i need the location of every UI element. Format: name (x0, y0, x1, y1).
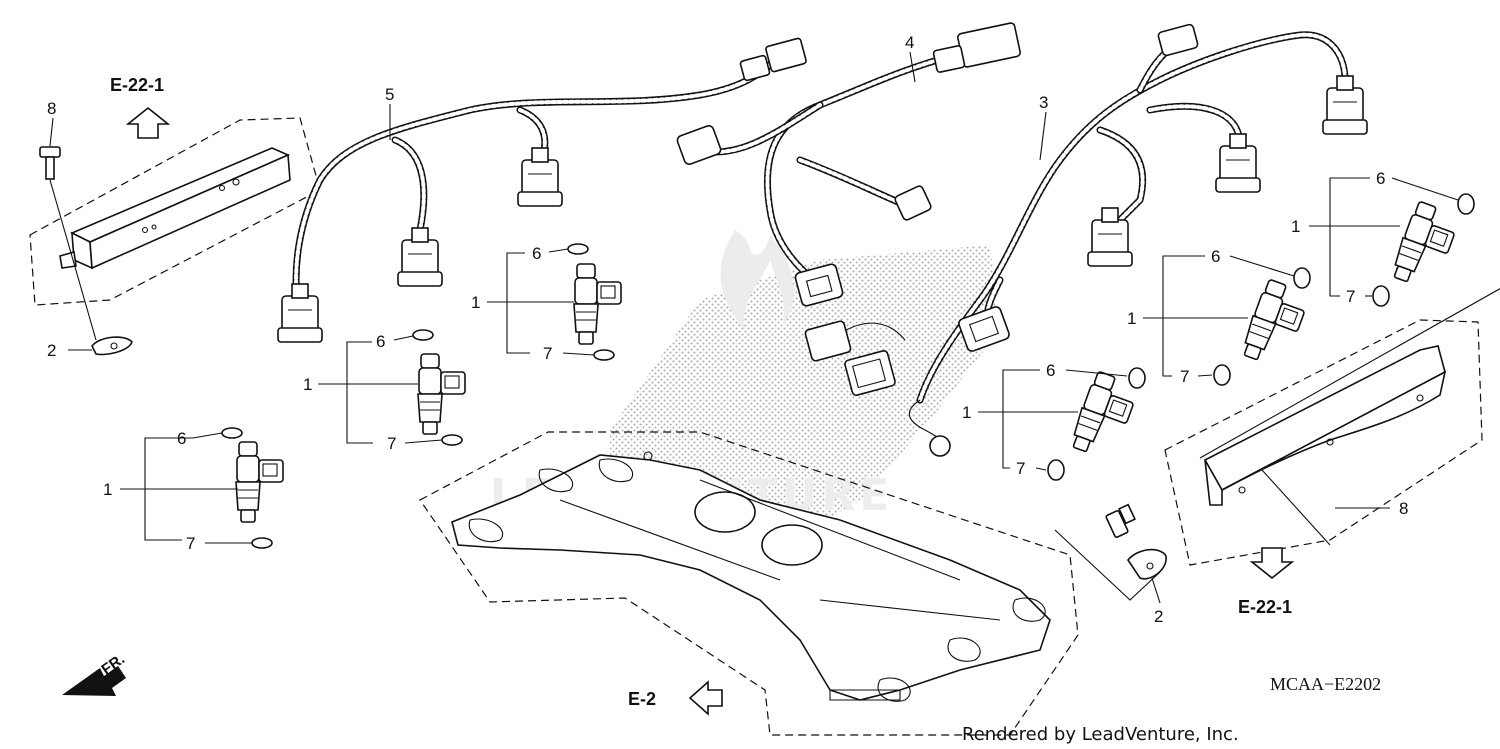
callout-7: 7 (1180, 367, 1189, 386)
harness-4-plug-bottom (794, 263, 844, 307)
ref-e-2[interactable]: E-2 (628, 689, 656, 709)
callout-3: 3 (1039, 93, 1048, 112)
callout-1: 1 (103, 480, 112, 499)
ref-e-22-1-top[interactable]: E-22-1 (110, 75, 164, 95)
callout-2: 2 (47, 341, 56, 360)
injector-1-a (235, 441, 284, 523)
callout-8: 8 (1399, 499, 1408, 518)
callout-7: 7 (186, 534, 195, 553)
intake-manifold (451, 451, 1051, 702)
injector-1-c (573, 263, 622, 345)
ref-arrow-left-e2 (688, 680, 723, 716)
callout-7: 7 (543, 344, 552, 363)
harness-5-connector-c (517, 147, 563, 207)
callout-7: 7 (387, 434, 396, 453)
front-arrow: FR. (62, 651, 128, 696)
ref-arrow-up-left (125, 106, 171, 139)
o-rings (221, 193, 1475, 549)
injector-1-e (1238, 277, 1312, 371)
bolt-8-left (39, 146, 97, 341)
injector-1-f (1388, 199, 1462, 293)
callout-7: 7 (1346, 287, 1355, 306)
callout-1: 1 (1127, 309, 1136, 328)
harness-4-main-plug (932, 22, 1021, 73)
insulator-2-right (1054, 529, 1167, 601)
harness-5-connector-b (397, 227, 443, 287)
callout-6: 6 (532, 244, 541, 263)
harness-3-plug-top (1157, 23, 1199, 57)
callout-6: 6 (1211, 247, 1220, 266)
callout-7: 7 (1016, 459, 1025, 478)
callout-4: 4 (905, 33, 914, 52)
sub-harness-4 (676, 22, 1021, 307)
callout-6: 6 (376, 332, 385, 351)
callout-6: 6 (1376, 169, 1385, 188)
right-fuel-rail (1199, 288, 1500, 506)
harness-junction-plugs (804, 320, 906, 396)
injector-harness-3 (804, 23, 1368, 457)
callout-1: 1 (471, 293, 480, 312)
bolt-8-right (1105, 469, 1331, 546)
harness-5-connector-a (277, 283, 323, 343)
harness-4-plug-right (894, 185, 932, 221)
harness-5-main-plug (739, 37, 807, 82)
callout-5: 5 (385, 85, 394, 104)
right-fuel-rail-group (1054, 288, 1500, 601)
callout-numbers: 1 1 1 1 1 1 2 2 3 4 5 6 6 6 6 6 6 7 7 7 … (47, 33, 1408, 626)
ref-arrow-down-right (1249, 547, 1295, 580)
harness-3-connector-c (1322, 75, 1368, 135)
left-fuel-rail-group (29, 106, 321, 356)
callout-6: 6 (1046, 361, 1055, 380)
callout-2: 2 (1154, 607, 1163, 626)
callout-1: 1 (1291, 217, 1300, 236)
intake-manifold-group (419, 431, 1079, 736)
callout-8: 8 (47, 99, 56, 118)
injector-1-b (417, 353, 466, 435)
credit-text: Rendered by LeadVenture, Inc. (962, 724, 1239, 745)
harness-3-plug-left (958, 306, 1010, 352)
callout-1: 1 (303, 375, 312, 394)
callout-6: 6 (177, 429, 186, 448)
insulator-2-left (91, 336, 133, 356)
harness-3-connector-b (1215, 133, 1261, 193)
harness-4-plug-left (676, 125, 722, 165)
injector-1-d (1067, 369, 1141, 463)
section-references: E-22-1 E-22-1 E-2 (110, 75, 1292, 709)
leader-lines (49, 51, 1459, 604)
left-fuel-rail (59, 147, 291, 270)
callout-1: 1 (962, 403, 971, 422)
ref-e-22-1-bottom[interactable]: E-22-1 (1238, 597, 1292, 617)
drawing-code: MCAA−E2202 (1270, 674, 1381, 694)
injector-harness-5 (277, 37, 807, 343)
